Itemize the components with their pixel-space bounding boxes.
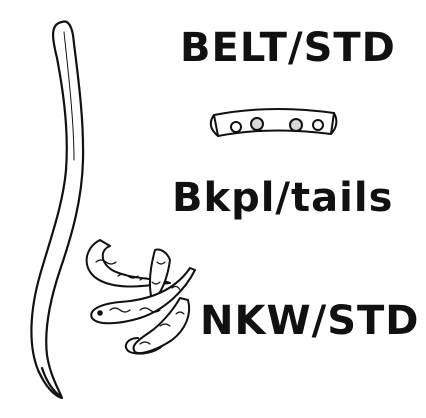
backplate-label: Bkpl/tails: [172, 175, 394, 221]
belt-icon: [209, 107, 338, 137]
snake-icon: [85, 239, 196, 355]
neckwear-label: NKW/STD: [200, 298, 420, 344]
belt-label: BELT/STD: [180, 25, 396, 71]
tail-icon: [30, 20, 85, 400]
